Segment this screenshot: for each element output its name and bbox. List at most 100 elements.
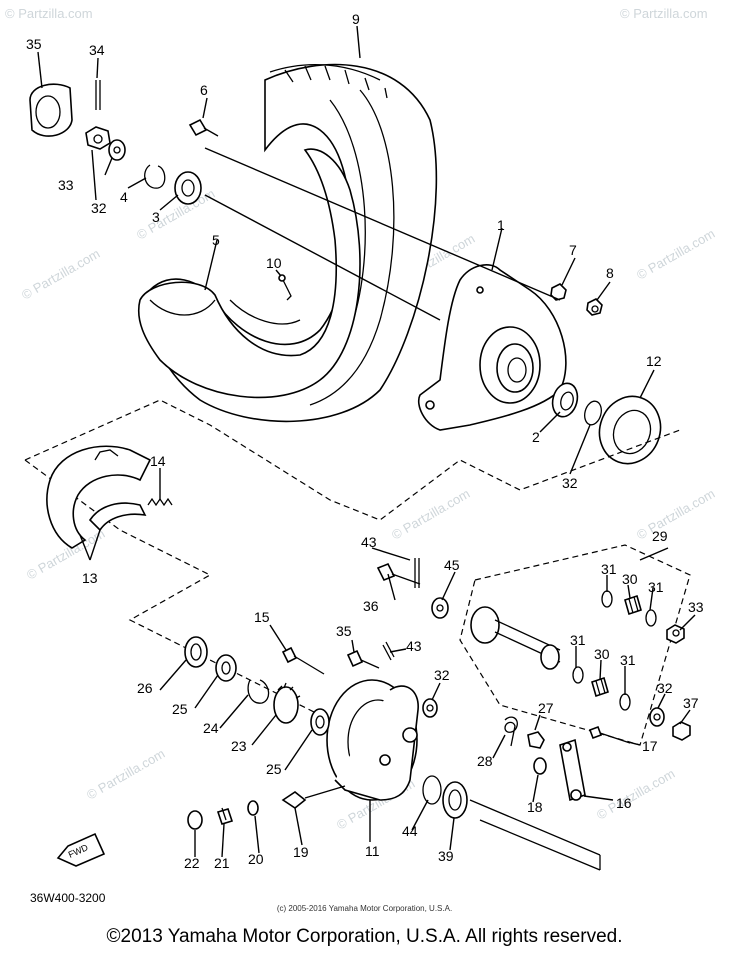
callout-23: 23 (231, 738, 247, 754)
callout-22: 22 (184, 855, 200, 871)
hub-cover-42 (29, 83, 73, 137)
inner-tube (137, 148, 361, 399)
pin-43-lower (382, 641, 395, 661)
callout-37: 39 (438, 848, 454, 864)
callout-28: 28 (477, 753, 493, 769)
axle-shaft (469, 799, 601, 871)
bolt-35 (376, 562, 421, 585)
callout-18: 18 (527, 799, 543, 815)
callout-31: 31 (601, 561, 617, 577)
circlip-4 (144, 164, 166, 189)
gear-23 (273, 682, 301, 724)
washer-39 (108, 139, 126, 161)
cap-22 (187, 810, 203, 830)
callout-14: 14 (150, 453, 166, 469)
callout-40: 33 (58, 177, 74, 193)
o-ring-31 (619, 693, 631, 711)
callout-20: 20 (248, 851, 264, 867)
watermark-text: © Partzilla.com (634, 226, 717, 283)
callout-19: 19 (293, 844, 309, 860)
watermark-text: © Partzilla.com (84, 746, 167, 803)
nut-18 (533, 757, 547, 775)
callout-35: 36 (363, 598, 379, 614)
indicator-19 (281, 785, 346, 809)
callout-34: 35 (336, 623, 352, 639)
collar-30 (591, 676, 609, 698)
bolt-6 (188, 118, 219, 137)
nut-7 (550, 283, 567, 301)
bolt-34 (346, 649, 380, 669)
watermark-text: © Partzilla.com (620, 6, 708, 21)
bearing-3 (174, 171, 202, 205)
callout-3: 3 (152, 209, 160, 225)
collar-30 (624, 594, 642, 616)
callout-1: 1 (497, 217, 505, 233)
callout-43: 43 (406, 638, 422, 654)
callout-32: 32 (434, 667, 450, 683)
oil-seal-12 (598, 395, 662, 465)
screw-21 (216, 807, 234, 825)
washer-20 (247, 800, 259, 816)
callout-9: 9 (352, 11, 360, 27)
seal-37 (442, 781, 468, 819)
watermark-text: © Partzilla.com (634, 486, 717, 543)
callout-25: 25 (172, 701, 188, 717)
callout-27: 27 (538, 700, 554, 716)
washer-32 (422, 698, 438, 718)
brake-cam-shaft (470, 606, 561, 670)
axle-nut-40 (85, 126, 111, 150)
callout-15: 15 (254, 609, 270, 625)
washer-45 (431, 597, 449, 619)
callout-32: 32 (657, 680, 673, 696)
callout-29: 29 (652, 528, 668, 544)
axle-centerline (204, 147, 561, 301)
bearing-2 (551, 382, 579, 418)
callout-30: 30 (622, 571, 638, 587)
callout-8: 8 (606, 265, 614, 281)
callout-24: 24 (203, 720, 219, 736)
callout-39: 32 (91, 200, 107, 216)
wheel-hub (418, 264, 567, 431)
bolt-15 (281, 646, 325, 675)
callout-30: 30 (594, 646, 610, 662)
callout-43: 43 (361, 534, 377, 550)
return-spring-28 (504, 716, 518, 747)
washer-25 (215, 654, 237, 682)
clip-24 (247, 679, 270, 704)
axle-centerline (204, 194, 441, 321)
callout-5: 5 (212, 232, 220, 248)
washer-25 (310, 708, 330, 736)
nut-36 (672, 721, 691, 741)
watermark-text: © Partzilla.com (389, 486, 472, 543)
callout-33: 33 (688, 599, 704, 615)
callout-41: 34 (89, 42, 105, 58)
copyright-notice: ©2013 Yamaha Motor Corporation, U.S.A. A… (106, 926, 623, 947)
callout-25: 25 (266, 761, 282, 777)
leader-lines (37, 25, 696, 858)
o-ring-31 (572, 666, 584, 684)
callout-11: 11 (365, 843, 380, 859)
o-ring-31 (645, 609, 657, 627)
watermark-text: © Partzilla.com (5, 6, 93, 21)
callout-36: 37 (683, 695, 699, 711)
callout-42: 35 (26, 36, 42, 52)
callout-16: 16 (616, 795, 632, 811)
callout-44: 44 (402, 823, 418, 839)
callout-6: 6 (200, 82, 208, 98)
callout-21: 21 (214, 855, 230, 871)
bracket-27 (527, 731, 545, 749)
brake-group-outline (24, 399, 681, 521)
bolt-17 (588, 725, 631, 744)
callout-4: 4 (120, 189, 128, 205)
callout-12: 12 (646, 353, 662, 369)
callout-10: 10 (266, 255, 282, 271)
callout-2: 2 (532, 429, 540, 445)
forward-arrow-icon: FWD (56, 832, 106, 867)
diagram-reference-code: 36W400-3200 (30, 891, 106, 905)
nut-8 (586, 298, 603, 316)
small-copyright: (c) 2005-2016 Yamaha Motor Corporation, … (276, 904, 453, 913)
callout-31: 31 (648, 579, 664, 595)
seal-26 (184, 636, 208, 668)
callout-17: 17 (642, 738, 658, 754)
